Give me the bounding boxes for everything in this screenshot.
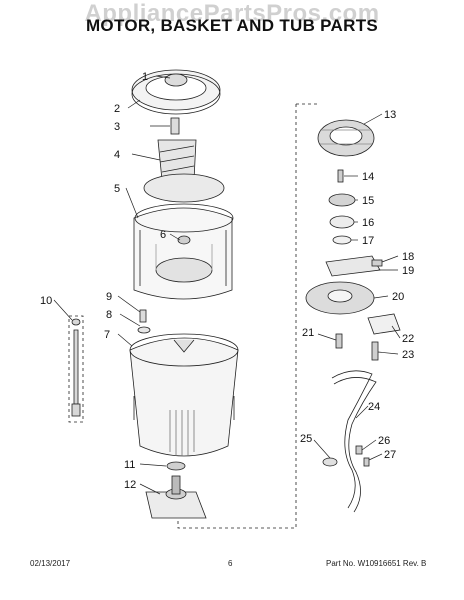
- part-26-clip: [355, 445, 363, 455]
- leader-lines: [53, 75, 401, 495]
- basket-part: [133, 173, 234, 300]
- motor-bracket-part: [325, 255, 383, 277]
- rotor-part: [305, 281, 375, 315]
- callout-16: 16: [362, 217, 374, 229]
- callout-1: 1: [142, 71, 148, 83]
- callout-26: 26: [378, 435, 390, 447]
- hub-bolt-part: [170, 117, 180, 135]
- drain-hose-part: [71, 318, 81, 417]
- part-27-screw: [363, 457, 370, 467]
- footer-part-number: Part No. W10916651 Rev. B: [326, 559, 427, 568]
- footer-date: 02/13/2017: [30, 559, 71, 568]
- tub-seal-part: [166, 461, 186, 471]
- callout-3: 3: [114, 121, 120, 133]
- part-22-shield: [367, 313, 401, 335]
- callout-25: 25: [300, 433, 312, 445]
- callout-4: 4: [114, 149, 120, 161]
- part-23-bolt: [371, 341, 379, 361]
- outer-tub-part: [129, 333, 239, 457]
- callout-23: 23: [402, 349, 414, 361]
- callout-21: 21: [302, 327, 314, 339]
- part-8-grommet: [137, 326, 151, 334]
- watermark: AppliancePartsPros.com: [84, 0, 380, 27]
- part-9-clip: [139, 309, 147, 323]
- callout-20: 20: [392, 291, 404, 303]
- callout-10: 10: [40, 295, 52, 307]
- callout-8: 8: [106, 309, 112, 321]
- callout-13: 13: [384, 109, 396, 121]
- callout-15: 15: [362, 195, 374, 207]
- callout-18: 18: [402, 251, 414, 263]
- stator-bolt-part: [337, 169, 344, 183]
- bearing-part-15: [328, 193, 356, 207]
- callout-22: 22: [402, 333, 414, 345]
- wire-harness-part: [322, 370, 377, 513]
- callout-24: 24: [368, 401, 380, 413]
- motor-guide-dash: [177, 104, 297, 529]
- callout-7: 7: [104, 329, 110, 341]
- part-21-bolt: [335, 333, 343, 349]
- callout-9: 9: [106, 291, 112, 303]
- tub-ring-part: [131, 69, 221, 115]
- callout-labels: 1 2 3 4 5 6 7 8 9 10 11 12 13 14 15 16 1…: [40, 71, 414, 491]
- bearing-part-16: [329, 215, 355, 229]
- callout-6: 6: [160, 229, 166, 241]
- callout-11: 11: [124, 459, 135, 471]
- callout-5: 5: [114, 183, 120, 195]
- callout-19: 19: [402, 265, 414, 277]
- hose-guide-dash: [68, 315, 84, 423]
- footer-page-number: 6: [228, 559, 233, 568]
- callout-14: 14: [362, 171, 374, 183]
- basket-nut-part: [177, 235, 191, 245]
- callout-17: 17: [362, 235, 374, 247]
- callout-27: 27: [384, 449, 396, 461]
- diagram-title: MOTOR, BASKET AND TUB PARTS: [85, 16, 379, 35]
- callout-2: 2: [114, 103, 120, 115]
- stator-part: [317, 119, 375, 157]
- washer-part-17: [332, 235, 352, 245]
- callout-12: 12: [124, 479, 136, 491]
- gearcase-mount-part: [145, 475, 207, 519]
